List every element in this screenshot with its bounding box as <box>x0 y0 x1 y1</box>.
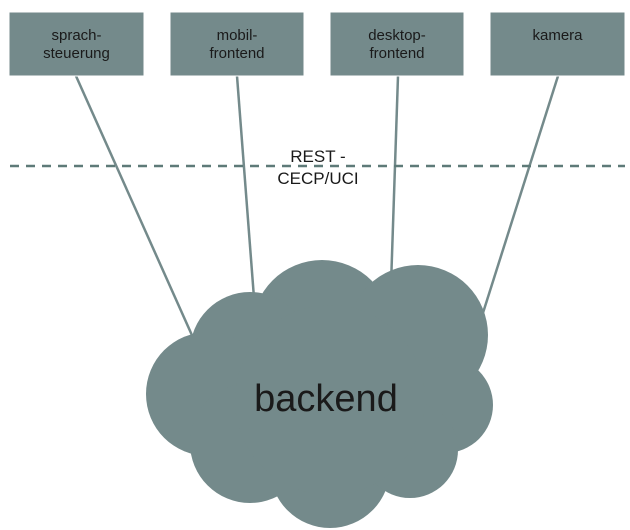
node-sprachsteuerung-label-line2: steuerung <box>43 45 110 62</box>
node-sprachsteuerung-label-line1: sprach- <box>51 27 101 44</box>
connector-kamera <box>480 75 560 317</box>
backend-label: backend <box>254 378 398 420</box>
node-mobilfrontend-label-line2: frontend <box>209 45 264 62</box>
protocol-label-line2: CECP/UCI <box>277 169 358 188</box>
node-kamera: kamera <box>489 11 626 77</box>
node-mobilfrontend-label-line1: mobil- <box>217 27 258 44</box>
node-mobilfrontend: mobil- frontend <box>169 11 305 77</box>
node-sprachsteuerung: sprach- steuerung <box>8 11 145 77</box>
node-desktopfrontend-label-line2: frontend <box>369 45 424 62</box>
node-desktopfrontend: desktop- frontend <box>329 11 465 77</box>
protocol-label-line1: REST - <box>290 147 345 166</box>
node-desktopfrontend-label-line1: desktop- <box>368 27 426 44</box>
connector-desktopfrontend <box>389 75 400 286</box>
connector-sprachsteuerung <box>74 75 197 343</box>
connector-mobilfrontend <box>235 75 256 299</box>
backend-cloud <box>146 260 493 528</box>
node-kamera-label: kamera <box>532 27 583 44</box>
